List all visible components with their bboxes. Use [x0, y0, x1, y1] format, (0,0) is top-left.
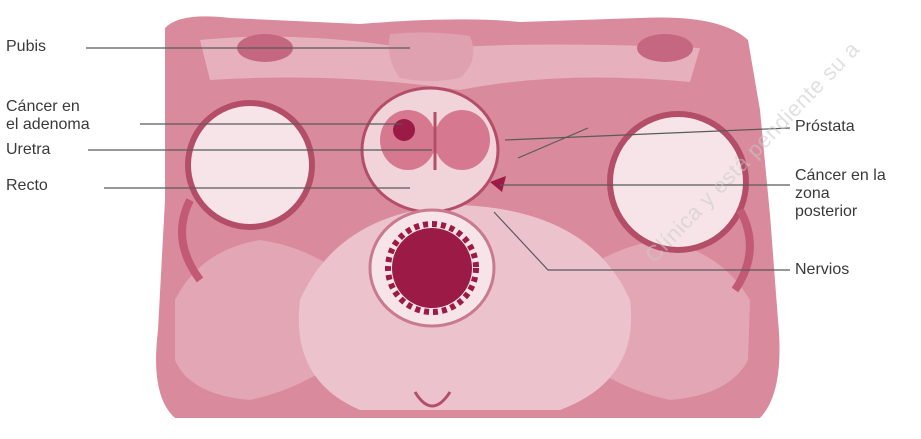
pubic-symphysis	[389, 32, 474, 81]
label-nervios: Nervios	[795, 261, 849, 279]
femoral-head-left	[188, 103, 312, 227]
label-pubis: Pubis	[6, 38, 46, 56]
label-cancer-adenoma-line1: Cáncer en	[6, 98, 90, 116]
rectum-lumen-tumor	[392, 228, 472, 308]
pubic-bone-right	[637, 34, 693, 62]
adenoma-tumor	[393, 119, 415, 141]
label-cancer-posterior-line3: posterior	[795, 203, 886, 221]
label-cancer-posterior: Cáncer en la zona posterior	[795, 167, 886, 221]
label-cancer-adenoma-line2: el adenoma	[6, 116, 90, 134]
label-cancer-posterior-line1: Cáncer en la	[795, 167, 886, 185]
prostate-lobe-right	[434, 110, 490, 170]
label-recto: Recto	[6, 177, 48, 195]
label-prostata: Próstata	[795, 118, 855, 136]
label-cancer-posterior-line2: zona	[795, 185, 886, 203]
label-uretra: Uretra	[6, 141, 50, 159]
label-cancer-adenoma: Cáncer en el adenoma	[6, 98, 90, 134]
